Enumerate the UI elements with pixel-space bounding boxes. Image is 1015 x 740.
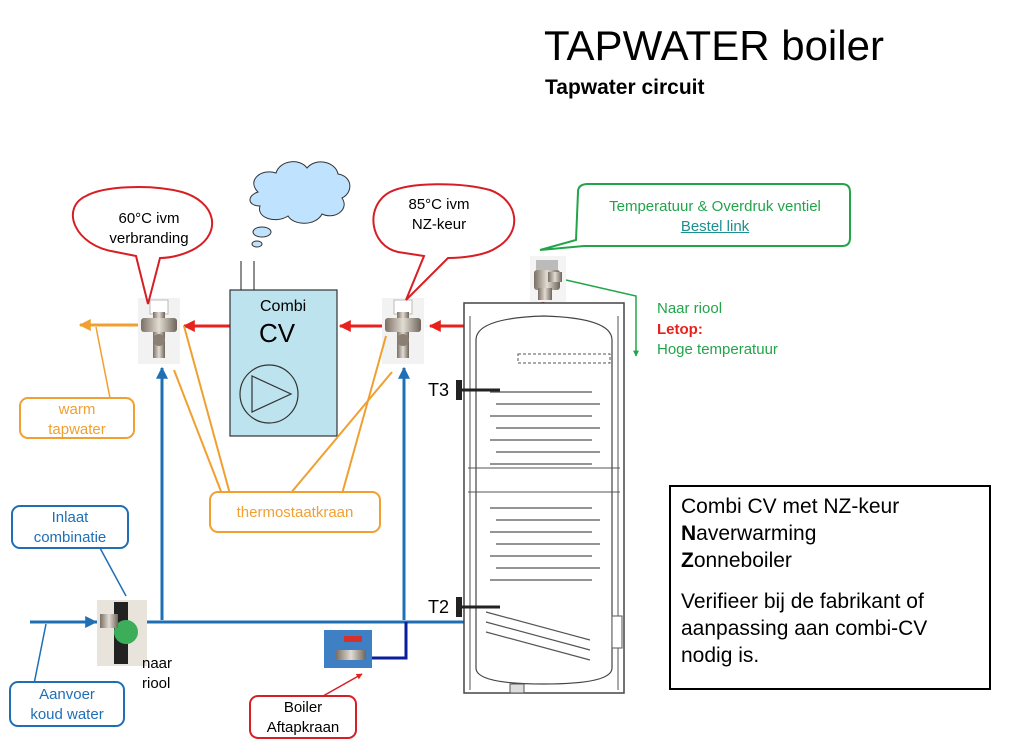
callout-tp-text: Temperatuur & Overdruk ventiel Bestel li… bbox=[609, 198, 821, 235]
pump-icon bbox=[239, 364, 299, 424]
info-para-1: Verifieer bij de fabrikant of bbox=[681, 590, 924, 613]
t2-label: T2 bbox=[428, 597, 450, 617]
hoge-temp-label: Hoge temperatuur bbox=[657, 341, 778, 358]
info-line-2: Naverwarming bbox=[681, 522, 817, 545]
info-box: Combi CV met NZ-keur Naverwarming Zonneb… bbox=[669, 485, 991, 690]
callout-60c bbox=[71, 186, 214, 305]
callout-thermostaatkraan-text: thermostaatkraan bbox=[236, 504, 354, 521]
cv-label: CV bbox=[259, 318, 296, 348]
callout-warm-tapwater bbox=[19, 397, 135, 439]
tp-relief-valve bbox=[530, 256, 566, 302]
page-subtitle: Tapwater circuit bbox=[545, 76, 705, 99]
drain-tap bbox=[324, 630, 372, 668]
callout-thermostaatkraan bbox=[173, 325, 393, 533]
sensor-t3 bbox=[456, 380, 500, 400]
callout-aftapkraan bbox=[249, 673, 363, 739]
warm-tapwater-pipe bbox=[78, 319, 138, 399]
callout-85c bbox=[372, 183, 516, 301]
info-line-1: Combi CV met NZ-keur bbox=[681, 495, 900, 518]
cloud-icon bbox=[249, 161, 351, 248]
drain-line bbox=[565, 279, 639, 357]
info-para-2: aanpassing aan combi-CV bbox=[681, 617, 928, 640]
sensor-t2 bbox=[456, 597, 500, 617]
t3-label: T3 bbox=[428, 380, 450, 400]
thermostatic-valve-right bbox=[382, 298, 424, 364]
callout-aanvoer bbox=[9, 623, 125, 727]
info-para-3: nodig is. bbox=[681, 644, 760, 667]
naar-riool-label: Naar riool bbox=[657, 300, 723, 317]
letop-label: Letop: bbox=[657, 321, 703, 338]
callout-inlaat bbox=[11, 505, 129, 597]
bestel-link[interactable]: Bestel link bbox=[680, 218, 750, 235]
page-title: TAPWATER boiler bbox=[544, 22, 884, 69]
thermostatic-valve-left bbox=[138, 298, 180, 364]
inlet-combination-valve bbox=[97, 600, 147, 666]
info-line-3: Zonneboiler bbox=[681, 549, 792, 572]
boiler-tank bbox=[463, 302, 625, 694]
combi-cv-unit bbox=[229, 261, 338, 437]
combi-label: Combi bbox=[260, 298, 307, 315]
callout-tp-valve bbox=[539, 183, 851, 251]
